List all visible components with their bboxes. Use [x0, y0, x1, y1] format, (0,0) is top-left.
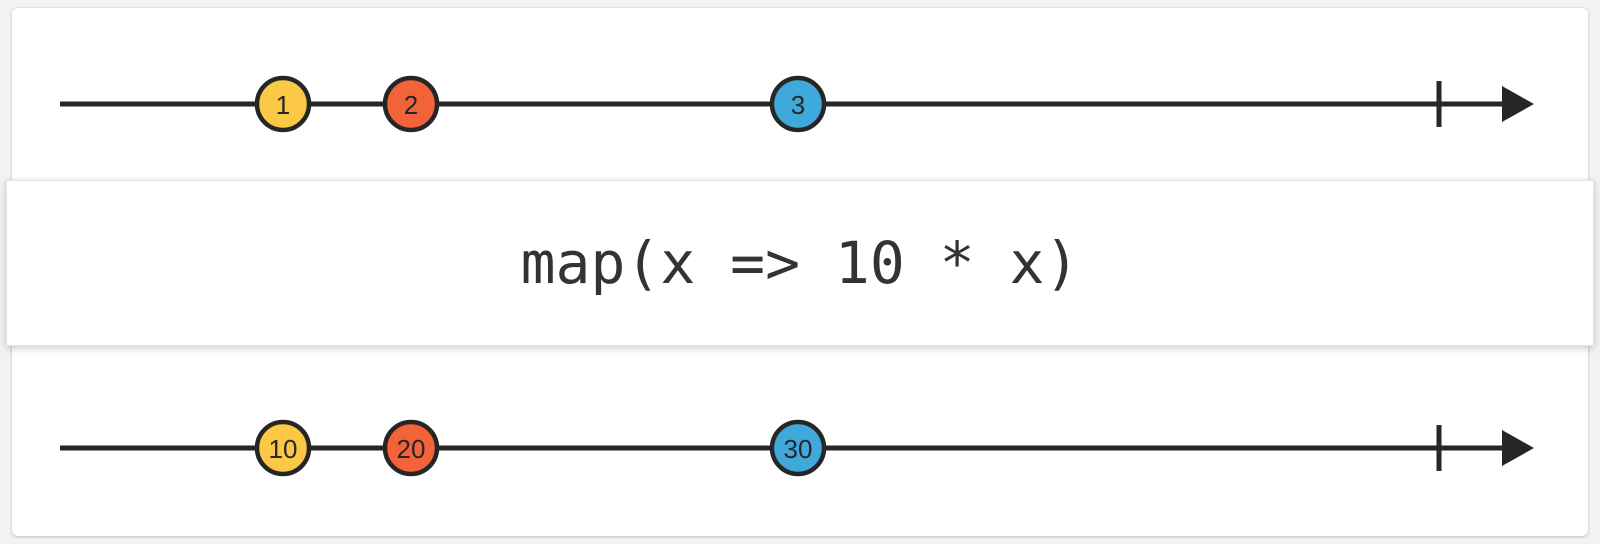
input-arrowhead-icon — [1502, 86, 1534, 122]
output-timeline: 10 20 30 — [12, 352, 1588, 528]
output-arrowhead-icon — [1502, 430, 1534, 466]
input-marble-2[interactable]: 2 — [382, 75, 440, 133]
output-marble-1[interactable]: 10 — [254, 419, 312, 477]
marble-circle — [382, 419, 440, 477]
marble-label: 3 — [791, 90, 805, 120]
marble-label: 30 — [784, 434, 813, 464]
output-timeline-svg: 10 20 30 — [60, 419, 1534, 477]
output-marble-3[interactable]: 30 — [769, 419, 827, 477]
marble-circle — [254, 75, 312, 133]
input-timeline-svg: 1 2 3 — [60, 75, 1534, 133]
marble-circle — [769, 419, 827, 477]
marble-circle — [254, 419, 312, 477]
input-timeline: 1 2 3 — [12, 8, 1588, 184]
marble-circle — [769, 75, 827, 133]
diagram-card: 1 2 3 map(x => 10 * x) — [6, 8, 1594, 536]
marble-label: 2 — [404, 90, 418, 120]
marble-label: 10 — [269, 434, 298, 464]
operator-box[interactable]: map(x => 10 * x) — [6, 180, 1594, 346]
input-marble-3[interactable]: 3 — [769, 75, 827, 133]
output-marble-2[interactable]: 20 — [382, 419, 440, 477]
marble-label: 20 — [397, 434, 426, 464]
marble-circle — [382, 75, 440, 133]
operator-label: map(x => 10 * x) — [520, 229, 1080, 297]
input-marble-1[interactable]: 1 — [254, 75, 312, 133]
marble-label: 1 — [276, 90, 290, 120]
